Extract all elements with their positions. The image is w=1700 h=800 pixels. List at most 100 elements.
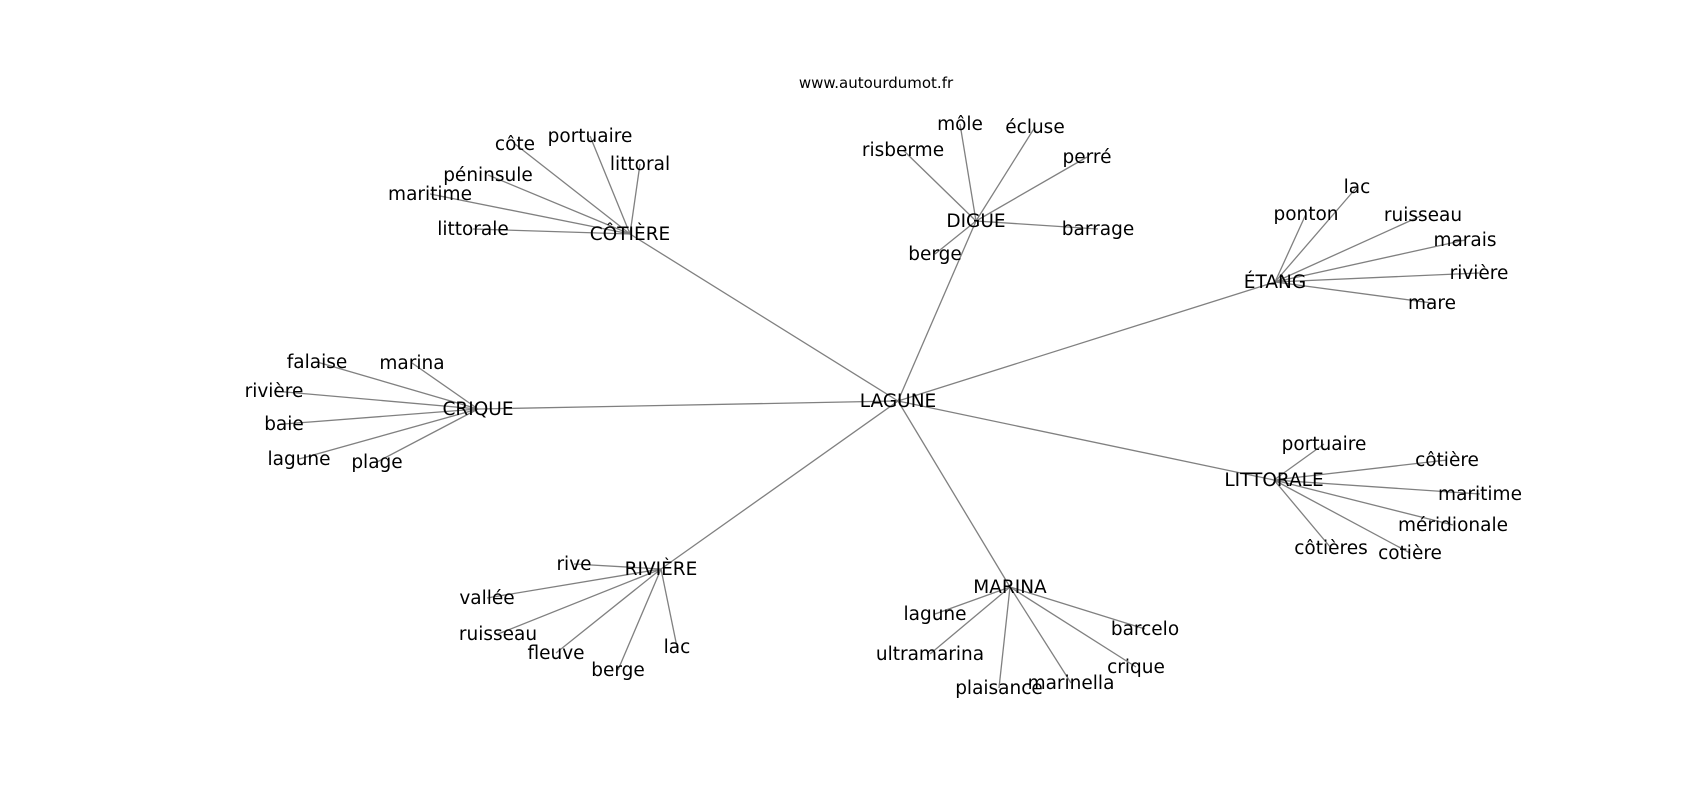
edge-center-to-hub	[897, 400, 1011, 588]
word-node-label: côtières	[1294, 538, 1368, 559]
edge-hub-to-word	[975, 156, 1088, 222]
word-node-label: écluse	[1005, 117, 1064, 138]
edge-hub-to-word	[497, 568, 662, 635]
edge-hub-to-word	[589, 135, 631, 235]
edge-hub-to-word	[472, 228, 631, 235]
edge-hub-to-word	[429, 193, 631, 235]
word-node-label: côte	[495, 134, 535, 155]
word-node-label: maritime	[1438, 484, 1522, 505]
word-node-label: littorale	[437, 219, 509, 240]
edge-hub-to-word	[959, 123, 977, 222]
edge-hub-to-word	[283, 408, 479, 425]
word-node-label: plaisance	[955, 678, 1043, 699]
word-node-label: péninsule	[443, 165, 533, 186]
edge-center-to-hub	[477, 400, 899, 410]
word-node-label: marinella	[1028, 673, 1115, 694]
edge-hub-to-word	[934, 586, 1011, 615]
word-node-label: côtière	[1415, 450, 1479, 471]
edge-hub-to-word	[1273, 443, 1325, 481]
edge-hub-to-word	[1274, 213, 1307, 283]
edge-center-to-hub	[897, 400, 1275, 481]
edge-hub-to-word	[487, 174, 631, 235]
word-node-label: littoral	[610, 154, 670, 175]
word-node-label: plage	[351, 452, 402, 473]
word-node-label: berge	[908, 244, 962, 265]
word-node-label: marais	[1433, 230, 1496, 251]
hub-node-label: LITTORALE	[1224, 470, 1323, 491]
edge-center-to-hub	[629, 233, 899, 402]
edge-hub-to-word	[929, 586, 1011, 655]
word-node-label: barrage	[1062, 219, 1134, 240]
edge-hub-to-word	[934, 220, 977, 255]
word-node-label: ruisseau	[1384, 205, 1462, 226]
edge-hub-to-word	[975, 220, 1099, 230]
word-node-label: cotière	[1378, 543, 1442, 564]
edge-hub-to-word	[1273, 479, 1481, 495]
word-node-label: ponton	[1273, 204, 1338, 225]
word-node-label: risberme	[862, 140, 944, 161]
edge-hub-to-word	[1009, 586, 1137, 668]
edge-hub-to-word	[573, 563, 662, 570]
edge-hub-to-word	[1274, 239, 1466, 283]
hub-node-label: ÉTANG	[1244, 271, 1306, 293]
word-node-label: portuaire	[1282, 434, 1367, 455]
edge-hub-to-word	[1274, 214, 1424, 283]
word-node-label: lagune	[903, 604, 966, 625]
hub-node-label: CRIQUE	[442, 399, 513, 420]
word-node-label: portuaire	[548, 126, 633, 147]
graph-edges	[273, 123, 1481, 689]
hub-node-label: DIGUE	[946, 211, 1005, 232]
center-node-label: LAGUNE	[860, 391, 936, 412]
hub-node-label: MARINA	[973, 577, 1047, 598]
edge-hub-to-word	[1273, 479, 1411, 554]
edge-center-to-hub	[897, 281, 1276, 402]
graph-labels: www.autourdumot.fr LAGUNE CÔTIÈRE côte port…	[245, 74, 1522, 699]
edge-hub-to-word	[411, 362, 479, 410]
edge-hub-to-word	[1274, 186, 1358, 283]
edge-hub-to-word	[486, 568, 662, 599]
edge-hub-to-word	[902, 149, 977, 222]
word-node-label: ultramarina	[876, 644, 984, 665]
word-node-label: lagune	[267, 449, 330, 470]
edge-hub-to-word	[555, 568, 662, 654]
word-node-label: fleuve	[527, 643, 584, 664]
edge-center-to-hub	[897, 220, 977, 402]
edge-hub-to-word	[660, 568, 678, 648]
edge-hub-to-word	[617, 568, 662, 671]
edge-hub-to-word	[316, 361, 479, 410]
word-node-label: baie	[264, 414, 304, 435]
word-node-label: barcelo	[1111, 619, 1179, 640]
edge-hub-to-word	[514, 143, 631, 235]
word-node-label: méridionale	[1398, 515, 1508, 536]
hub-node-label: CÔTIÈRE	[590, 223, 670, 245]
word-node-label: maritime	[388, 184, 472, 205]
edge-hub-to-word	[1274, 281, 1433, 304]
hub-node-label: RIVIÈRE	[625, 558, 698, 580]
word-node-label: môle	[937, 114, 983, 135]
word-node-label: lac	[1344, 177, 1371, 198]
word-node-label: marina	[379, 353, 444, 374]
edge-hub-to-word	[1273, 479, 1332, 549]
word-node-label: perré	[1063, 147, 1112, 168]
edge-hub-to-word	[1273, 479, 1454, 526]
edge-hub-to-word	[629, 163, 641, 235]
source-site-label: www.autourdumot.fr	[799, 74, 954, 92]
edge-hub-to-word	[975, 126, 1036, 222]
word-node-label: vallée	[459, 588, 514, 609]
word-node-label: rivière	[245, 381, 304, 402]
edge-hub-to-word	[298, 408, 479, 460]
edge-hub-to-word	[1009, 586, 1146, 630]
word-node-label: rivière	[1450, 263, 1509, 284]
word-node-label: lac	[664, 637, 691, 658]
word-node-label: rive	[556, 554, 591, 575]
word-node-label: ruisseau	[459, 624, 537, 645]
edge-hub-to-word	[376, 408, 479, 463]
edge-hub-to-word	[1009, 586, 1072, 684]
edge-hub-to-word	[273, 390, 479, 410]
edge-hub-to-word	[1274, 272, 1480, 283]
word-node-label: falaise	[287, 352, 348, 373]
edge-center-to-hub	[660, 400, 899, 570]
word-node-label: crique	[1107, 657, 1165, 678]
edge-hub-to-word	[1273, 459, 1448, 481]
